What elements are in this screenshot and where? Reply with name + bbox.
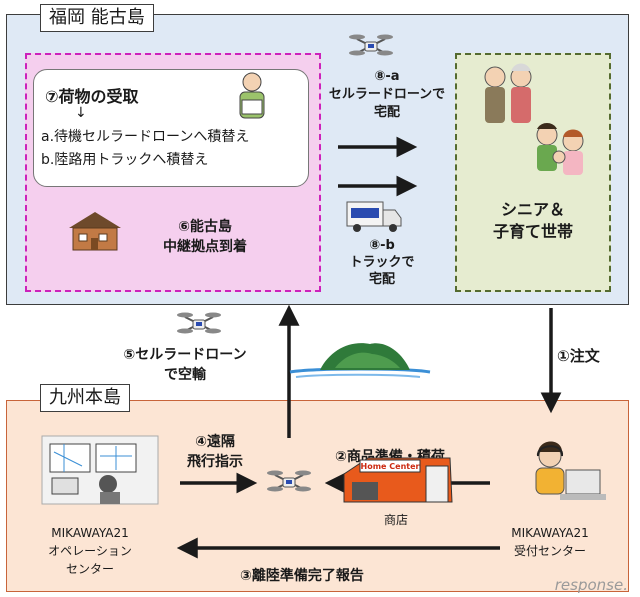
reception-operator-icon	[535, 441, 606, 500]
watermark-text: response.	[555, 576, 628, 594]
order-label: ①注文	[557, 347, 600, 365]
store-sign-text: Home Center	[361, 462, 420, 471]
air-transport-label: ⑤セルラードローン で空輸	[110, 345, 260, 385]
remote-flight-line2: 飛行指示	[187, 454, 243, 470]
customer-line1: シニア＆	[500, 200, 565, 219]
kyushu-region-label: 九州本島	[40, 384, 130, 412]
air-transport-line1: ⑤セルラードローン	[123, 347, 247, 363]
option-b-text: b.陸路用トラックへ積替え	[41, 152, 209, 168]
air-transport-line2: で空輸	[164, 367, 206, 383]
nokonoshima-region-label: 福岡 能古島	[40, 4, 154, 32]
relay-line1: ⑥能古島	[178, 219, 232, 235]
takeoff-report-label: ③離陸準備完了報告	[240, 568, 364, 584]
relay-line2: 中継拠点到着	[163, 239, 247, 255]
down-arrow-icon: ↓	[75, 105, 87, 121]
drone-delivery-label: ⑧-a セルラードローンで 宅配	[312, 68, 462, 122]
remote-flight-label: ④遠隔 飛行指示	[170, 432, 260, 472]
drone-delivery-line1: セルラードローンで	[328, 87, 446, 102]
drone-delivery-num: ⑧-a	[374, 69, 400, 84]
truck-delivery-line2: 宅配	[368, 272, 395, 287]
operation-center-line3: センター	[65, 562, 114, 576]
remote-flight-line1: ④遠隔	[195, 434, 235, 450]
operation-center-icon	[41, 435, 159, 505]
truck-icon	[346, 201, 402, 232]
reception-center-label: MIKAWAYA21 受付センター	[480, 524, 620, 560]
package-receipt-title: ⑦荷物の受取	[45, 87, 139, 106]
option-a-text: a.待機セルラードローンへ積替え	[41, 129, 250, 145]
store-icon: Home Center	[343, 457, 453, 503]
operation-center-line1: MIKAWAYA21	[51, 526, 129, 540]
customer-area	[455, 53, 611, 292]
person-reading-icon	[239, 72, 265, 119]
drone-delivery-line2: 宅配	[373, 105, 400, 120]
house-icon	[69, 212, 121, 251]
family-icon	[484, 63, 584, 175]
store-label: 商店	[384, 513, 409, 527]
truck-delivery-label: ⑧-b トラックで 宅配	[322, 237, 442, 288]
operation-center-line2: オペレーション	[48, 544, 132, 558]
customer-line2: 子育て世帯	[492, 222, 573, 241]
island-icon	[289, 343, 431, 378]
drone-icon-sea	[177, 312, 221, 334]
drone-icon-top	[349, 34, 393, 56]
reception-center-line1: MIKAWAYA21	[511, 526, 589, 540]
package-receipt-box	[33, 69, 309, 187]
drone-icon-bottom	[267, 470, 311, 492]
relay-station-label: ⑥能古島 中継拠点到着	[145, 217, 265, 257]
customer-label: シニア＆ 子育て世帯	[455, 199, 611, 243]
operation-center-label: MIKAWAYA21 オペレーション センター	[20, 524, 160, 578]
truck-delivery-line1: トラックで	[349, 255, 415, 270]
truck-delivery-num: ⑧-b	[369, 238, 395, 253]
reception-center-line2: 受付センター	[513, 544, 586, 558]
